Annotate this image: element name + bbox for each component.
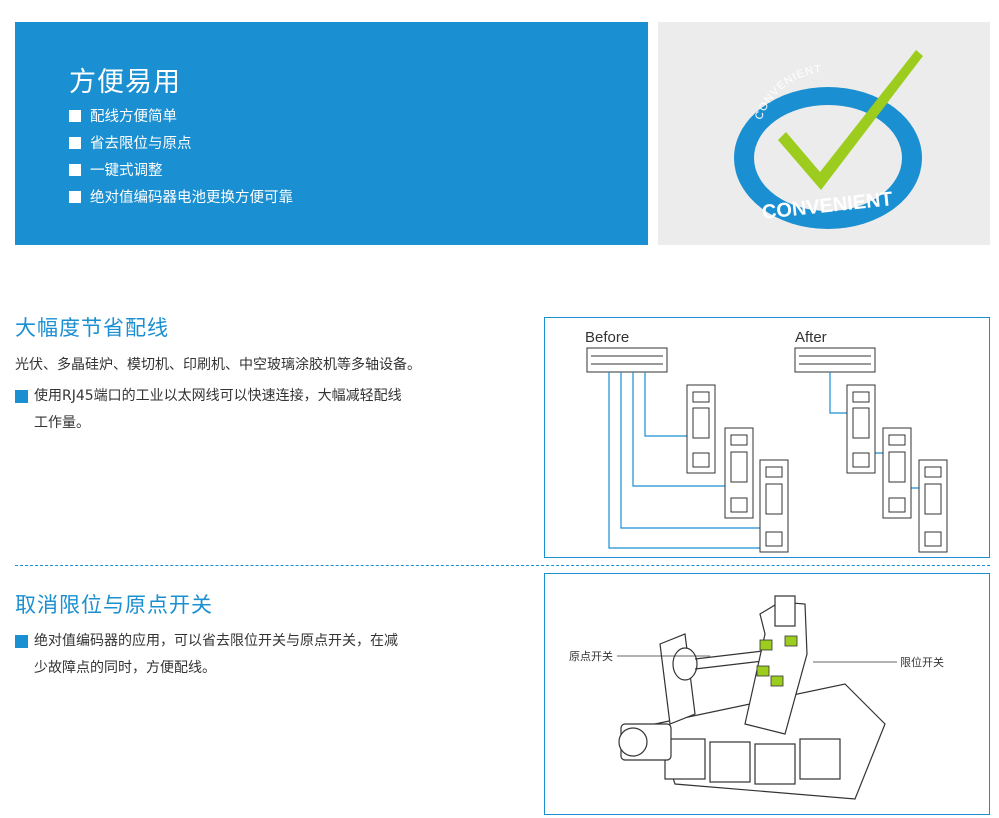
limit-switch-label: 限位开关 — [900, 655, 944, 669]
convenient-badge-panel: CONVENIENT CONVENIENT — [658, 22, 990, 245]
square-bullet-icon — [69, 136, 81, 149]
square-bullet-icon — [15, 390, 28, 403]
feature-item: 绝对值编码器电池更换方便可靠 — [69, 183, 293, 210]
section-intro-wiring: 光伏、多晶硅炉、模切机、印刷机、中空玻璃涂胶机等多轴设备。 — [15, 357, 421, 373]
before-cables — [608, 372, 760, 549]
after-drive — [846, 384, 876, 474]
check-mark-icon — [778, 50, 923, 190]
bullet-wiring: 使用RJ45端口的工业以太网线可以快速连接，大幅减轻配线 工作量。 — [15, 383, 470, 437]
after-label: After — [795, 329, 827, 346]
origin-switch-label: 原点开关 — [569, 649, 613, 663]
before-label: Before — [585, 329, 629, 346]
hero-banner: 方便易用 配线方便简单 省去限位与原点 一键式调整 绝对值编码器电池更换方便可靠 — [15, 22, 648, 245]
after-drive — [918, 459, 948, 553]
after-drive — [882, 427, 912, 519]
feature-item: 一键式调整 — [69, 156, 293, 183]
section-title-wiring: 大幅度节省配线 — [15, 316, 169, 340]
after-controller — [794, 347, 876, 373]
motor — [618, 723, 672, 761]
hero-title: 方便易用 — [69, 67, 181, 98]
convenient-badge-icon: CONVENIENT CONVENIENT — [734, 50, 923, 229]
before-drive — [686, 384, 716, 474]
square-bullet-icon — [15, 635, 28, 648]
feature-item: 省去限位与原点 — [69, 129, 293, 156]
before-drive — [724, 427, 754, 519]
switch-markers — [756, 635, 798, 687]
section-title-limit: 取消限位与原点开关 — [15, 593, 213, 617]
feature-item: 配线方便简单 — [69, 102, 293, 129]
square-bullet-icon — [69, 163, 81, 176]
machine-diagram-frame: 原点开关 限位开关 — [544, 573, 990, 815]
feature-list: 配线方便简单 省去限位与原点 一键式调整 绝对值编码器电池更换方便可靠 — [69, 102, 293, 210]
wiring-diagram: Before After — [585, 329, 948, 553]
square-bullet-icon — [69, 109, 81, 122]
before-controller — [586, 347, 668, 373]
wiring-diagram-frame: Before After — [544, 317, 990, 558]
before-drive — [759, 459, 789, 553]
machine-diagram: 原点开关 限位开关 — [569, 595, 944, 800]
bullet-limit: 绝对值编码器的应用，可以省去限位开关与原点开关，在减 少故障点的同时，方便配线。 — [15, 628, 470, 682]
machine-base — [654, 683, 886, 800]
square-bullet-icon — [69, 190, 81, 203]
column — [744, 595, 808, 735]
section-divider — [15, 565, 990, 566]
